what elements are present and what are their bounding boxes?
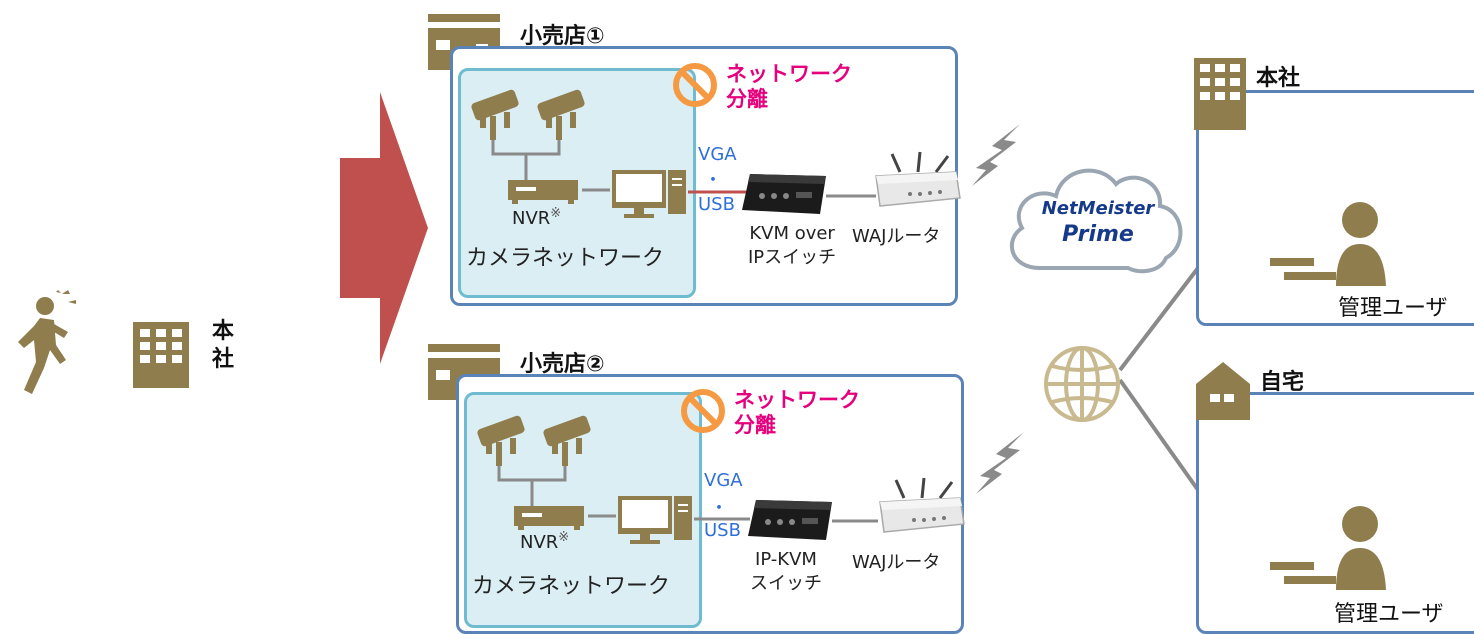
wireless-router-icon [879,477,965,533]
security-camera-icon [543,415,591,466]
router-label: WAJルータ [852,552,941,573]
globe-icon [1044,346,1120,422]
office-name: 本社 [1256,66,1301,91]
dot-label: ・ [704,170,722,191]
user-at-laptop-icon [1270,506,1386,590]
network-separation-label: ネットワーク 分離 [734,388,860,438]
usb-label: USB [698,194,735,215]
dot-label: ・ [710,498,728,519]
admin-user-label: 管理ユーザ [1338,296,1448,321]
network-lines [1118,266,1200,492]
prohibited-icon [673,63,717,107]
kvm-label-line1: KVM over [749,223,835,244]
wireless-router-icon [875,151,961,207]
house-icon [1196,362,1250,420]
office-name: 自宅 [1260,370,1305,395]
switch-router-cable [826,194,876,198]
nvr-recorder-icon [514,506,584,530]
nvr-note-mark: ※ [558,530,570,545]
transition-arrow [340,92,428,364]
store-name: 小売店① [520,24,605,49]
security-camera-icon [471,89,519,140]
kvm-switch-label: IP-KVM スイッチ [746,548,826,596]
nvr-label: NVR※ [520,530,570,553]
separation-line1: ネットワーク [726,62,852,86]
nvr-note-mark: ※ [550,206,562,221]
logo-line2: Prime [1062,222,1134,247]
hq-label: 本 社 [212,318,238,374]
vga-usb-cable [694,517,750,521]
cloud-icon [1010,168,1183,274]
prohibited-icon [681,389,725,433]
camera-nvr-pc-group [477,415,692,544]
separation-line2: 分離 [726,87,768,111]
separation-line1: ネットワーク [734,388,860,412]
lightning-icon [976,432,1024,494]
security-camera-icon [537,89,585,140]
building-icon [1194,58,1246,130]
lightning-icon [972,124,1020,186]
network-separation-label: ネットワーク 分離 [726,62,852,112]
hq-label-line1: 本 [212,319,235,344]
logo-line1: NetMeister [1041,198,1155,219]
store-name: 小売店② [520,352,605,377]
kvm-label-line1: IP-KVM [755,549,817,570]
nvr-label: NVR※ [512,206,562,229]
kvm-label-line2: IPスイッチ [748,247,837,268]
camera-network-label: カメラネットワーク [466,246,665,271]
desktop-pc-icon [612,170,686,218]
separation-line2: 分離 [734,413,776,437]
kvm-switch-icon [742,174,826,214]
admin-user-label: 管理ユーザ [1334,602,1444,627]
vga-label: VGA [698,144,737,165]
usb-label: USB [704,520,741,541]
vga-usb-cable [688,190,748,194]
hq-building-icon [133,322,189,388]
desktop-pc-icon [618,496,692,544]
kvm-switch-label: KVM over IPスイッチ [748,222,836,270]
router-label: WAJルータ [852,226,941,247]
camera-nvr-pc-group [471,89,686,218]
kvm-switch-icon [748,500,832,540]
user-at-laptop-icon [1270,202,1386,286]
security-camera-icon [477,415,525,466]
vga-label: VGA [704,470,743,491]
kvm-label-line2: スイッチ [750,573,822,594]
nvr-recorder-icon [508,180,578,204]
hq-label-line2: 社 [212,347,235,372]
netmeister-logo: NetMeister Prime [1028,196,1168,248]
camera-network-label: カメラネットワーク [472,574,671,599]
switch-router-cable [832,519,878,523]
running-person-icon [18,290,76,394]
